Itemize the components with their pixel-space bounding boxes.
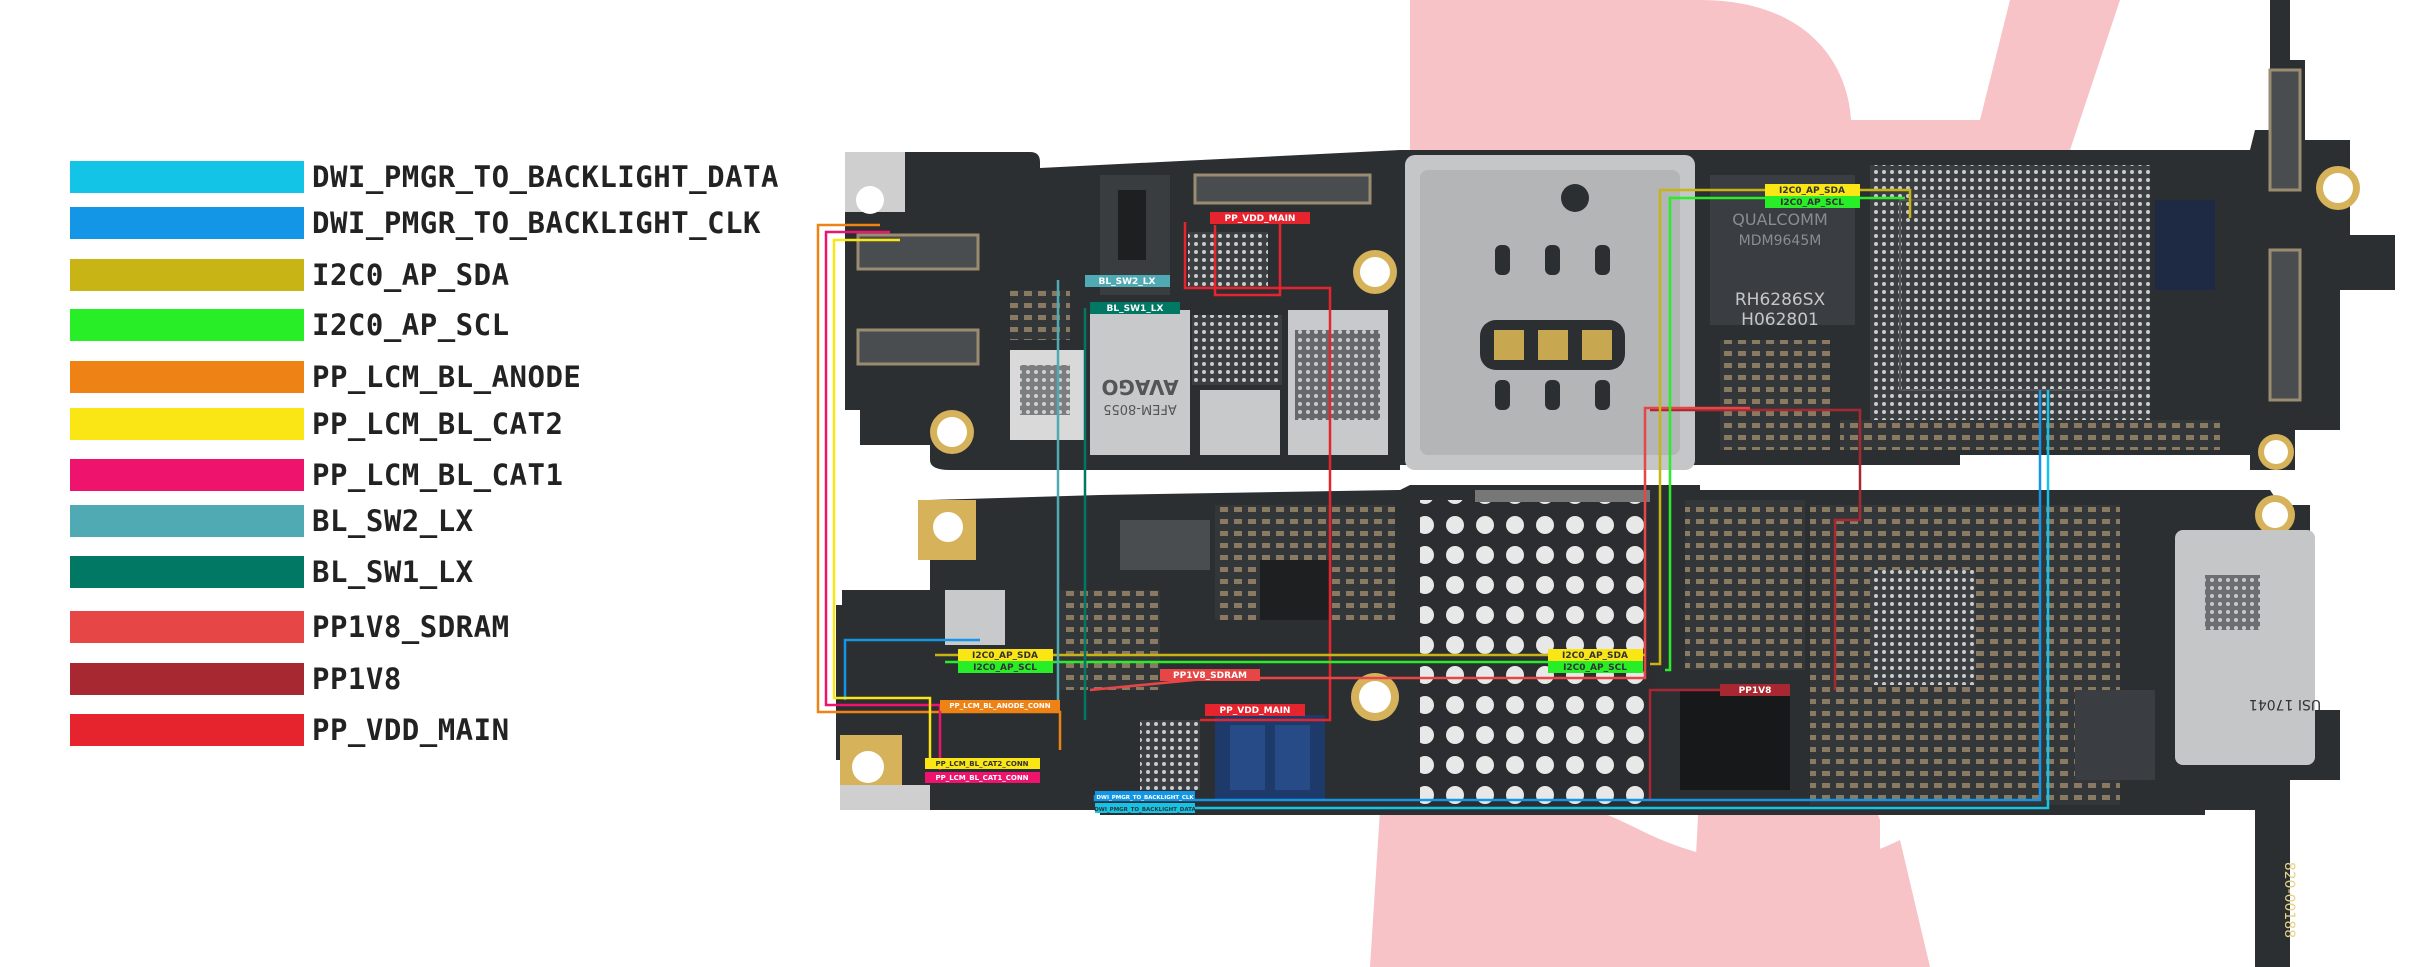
board-number-text: 820-00188 [2281, 862, 2297, 938]
tag-dwi-data: DWI_PMGR_TO_BACKLIGHT_DATA [1094, 807, 1196, 813]
qualcomm-code-text: RH6286SX [1735, 290, 1826, 310]
trace-dwi-data [1100, 390, 2050, 810]
legend-item: BL_SW2_LX [70, 504, 474, 538]
legend-swatch [70, 556, 304, 588]
legend-item: I2C0_AP_SCL [70, 308, 510, 342]
tag-dwi-clk: DWI_PMGR_TO_BACKLIGHT_CLK [1096, 795, 1194, 801]
tag-bl-sw1-lx: BL_SW1_LX [1107, 304, 1164, 314]
tag-i2c-sda-bottom-left: I2C0_AP_SDA [972, 651, 1038, 661]
tag-i2c-scl-bottom-left: I2C0_AP_SCL [973, 663, 1037, 673]
legend-item: PP_VDD_MAIN [70, 713, 510, 747]
legend-label: PP_LCM_BL_CAT2 [312, 407, 564, 441]
legend-label: DWI_PMGR_TO_BACKLIGHT_CLK [312, 206, 761, 240]
legend-swatch [70, 161, 304, 193]
legend-swatch [70, 259, 304, 291]
avago-chip: AVAGO AFEM-8055 [1090, 310, 1190, 455]
trace-pp-lcm-bl-cat2 [832, 238, 932, 763]
legend-swatch [70, 408, 304, 440]
shield-sticker: USI 17041 [2175, 530, 2321, 765]
legend-item: PP_LCM_BL_CAT1 [70, 458, 563, 492]
tag-bl-sw2-lx: BL_SW2_LX [1099, 277, 1156, 287]
legend-label: PP_VDD_MAIN [312, 713, 510, 747]
legend-swatch [70, 714, 304, 746]
legend-item: PP_LCM_BL_ANODE [70, 360, 581, 394]
watermark [1370, 0, 2120, 967]
avago-brand-text: AVAGO [1101, 375, 1178, 399]
tag-pp-lcm-bl-anode-conn: PP_LCM_BL_ANODE_CONN [949, 702, 1050, 710]
legend-label: PP1V8 [312, 662, 402, 696]
legend-label: BL_SW2_LX [312, 504, 474, 538]
net-tags: PP_VDD_MAIN BL_SW2_LX BL_SW1_LX I2C0_AP_… [925, 184, 1860, 813]
legend-label: DWI_PMGR_TO_BACKLIGHT_DATA [312, 160, 779, 194]
legend-item: PP1V8 [70, 662, 402, 696]
legend-swatch [70, 361, 304, 393]
tag-pp-vdd-main-bottom: PP_VDD_MAIN [1220, 706, 1291, 716]
trace-pp-lcm-bl-anode [816, 223, 955, 714]
legend-swatch [70, 309, 304, 341]
trace-pp1v8 [1650, 408, 1862, 690]
top-board: AVAGO AFEM-8055 QUALCOMM MDM9645M RH6286… [845, 0, 2395, 470]
legend-label: PP1V8_SDRAM [312, 610, 510, 644]
legend-label: I2C0_AP_SCL [312, 308, 510, 342]
legend-swatch [70, 207, 304, 239]
avago-part-text: AFEM-8055 [1103, 401, 1177, 416]
qualcomm-brand-text: QUALCOMM [1732, 210, 1828, 229]
legend-swatch [70, 505, 304, 537]
qualcomm-lot-text: H062801 [1741, 310, 1819, 330]
tag-i2c-scl-top: I2C0_AP_SCL [1780, 198, 1844, 208]
tag-pp1v8-sdram: PP1V8_SDRAM [1173, 671, 1247, 681]
legend-label: PP_LCM_BL_CAT1 [312, 458, 564, 492]
trace-pp1v8-sdram [1089, 406, 1750, 692]
trace-dwi-clk [843, 638, 980, 700]
tag-pp-lcm-bl-cat1-conn: PP_LCM_BL_CAT1_CONN [935, 774, 1028, 782]
tag-i2c-scl-bottom-right: I2C0_AP_SCL [1563, 663, 1627, 673]
trace-pp-lcm-bl-anode [955, 710, 1062, 750]
tag-i2c-sda-bottom-right: I2C0_AP_SDA [1562, 651, 1628, 661]
legend-item: I2C0_AP_SDA [70, 258, 510, 292]
legend-item: PP_LCM_BL_CAT2 [70, 407, 563, 441]
tag-pp-vdd-main-top: PP_VDD_MAIN [1225, 214, 1296, 224]
legend-swatch [70, 611, 304, 643]
legend-item: PP1V8_SDRAM [70, 610, 510, 644]
trace-pp-lcm-bl-cat1 [824, 230, 942, 770]
trace-pp-vdd-main [1213, 222, 1282, 297]
tag-pp-lcm-bl-cat2-conn: PP_LCM_BL_CAT2_CONN [935, 760, 1028, 768]
legend-swatch [70, 459, 304, 491]
trace-pp-vdd-main [1183, 222, 1332, 722]
legend-item: DWI_PMGR_TO_BACKLIGHT_CLK [70, 206, 761, 240]
legend-item: BL_SW1_LX [70, 555, 474, 589]
legend-label: PP_LCM_BL_ANODE [312, 360, 582, 394]
legend-swatch [70, 663, 304, 695]
qualcomm-part-text: MDM9645M [1739, 233, 1822, 249]
legend-label: I2C0_AP_SDA [312, 258, 510, 292]
tag-pp1v8: PP1V8 [1739, 686, 1772, 696]
tag-i2c-sda-top: I2C0_AP_SDA [1779, 186, 1845, 196]
legend-label: BL_SW1_LX [312, 555, 474, 589]
sticker-id-text: USI 17041 [2249, 696, 2321, 712]
trace-i2c-sda [1650, 188, 1912, 666]
legend-item: DWI_PMGR_TO_BACKLIGHT_DATA [70, 160, 779, 194]
